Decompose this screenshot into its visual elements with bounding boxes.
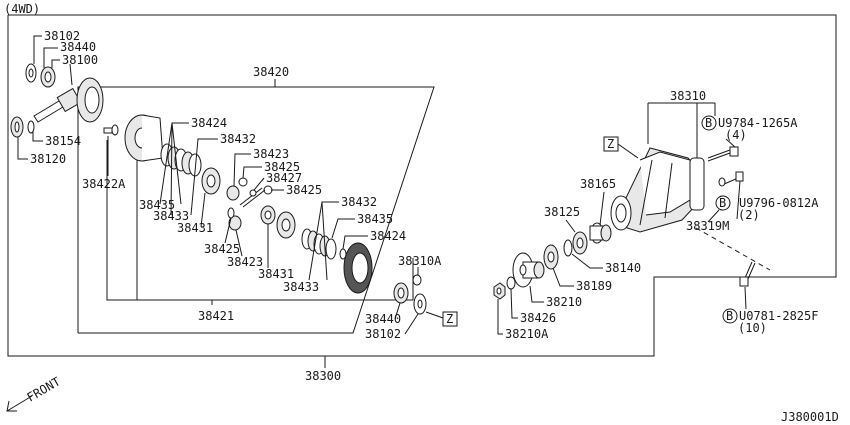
label-38100: 38100 (62, 53, 98, 67)
label-38423-bottom: 38423 (227, 255, 263, 269)
bolt-qty-u0781: (10) (738, 321, 767, 335)
bolt-u9784-icon (707, 146, 739, 162)
bolt-code-u9796: U9796-0812A (739, 196, 819, 210)
bolt-38422A-icon (103, 124, 119, 136)
reference-z-marker-right: Z (603, 136, 619, 152)
label-38432-top: 38432 (220, 132, 256, 146)
label-38421: 38421 (198, 309, 234, 323)
label-38433-left: 38433 (153, 209, 189, 223)
washer-38102-top-icon (25, 63, 37, 83)
companion-flange-38210-icon (512, 252, 545, 288)
bolt-38310A-icon (412, 274, 422, 286)
label-38120: 38120 (30, 152, 66, 166)
svg-text:Z: Z (607, 137, 614, 151)
label-38189: 38189 (576, 279, 612, 293)
label-38422A: 38422A (82, 177, 126, 191)
front-arrow-icon (6, 395, 33, 412)
seal-38189-icon (543, 244, 559, 270)
svg-text:B: B (726, 309, 733, 323)
label-38310A: 38310A (398, 254, 442, 268)
label-38420: 38420 (253, 65, 289, 79)
bolt-code-u9784: U9784-1265A (718, 116, 798, 130)
side-gear-right-icon (260, 205, 276, 225)
label-38319M: 38319M (686, 219, 729, 233)
reference-z-marker-left: Z (442, 311, 458, 327)
label-38427: 38427 (266, 171, 302, 185)
label-38424-top: 38424 (191, 116, 227, 130)
gear-set-38100-icon (33, 77, 104, 123)
label-38435-left: 38435 (139, 198, 175, 212)
label-38102-top: 38102 (44, 29, 80, 43)
label-38210A: 38210A (505, 327, 549, 341)
label-38440-bottom: 38440 (365, 312, 401, 326)
bolt-callout-u9796: B U9796-0812A (2) (715, 195, 819, 222)
carrier-housing-38310-icon (610, 147, 705, 233)
bolt-code-u0781: U0781-2825F (739, 309, 818, 323)
oil-seal-38440-bottom-icon (393, 282, 409, 304)
side-gear-left-icon (201, 167, 221, 195)
washer-38426-icon (506, 276, 516, 290)
label-38125: 38125 (544, 205, 580, 219)
label-38165: 38165 (580, 177, 616, 191)
drawing-id: J380001D (781, 410, 839, 424)
oil-seal-38440-top-icon (40, 66, 56, 88)
label-38140: 38140 (605, 261, 641, 275)
pinion-mate-gear-icon (226, 177, 273, 231)
label-38432-right: 38432 (341, 195, 377, 209)
label-38102-bottom: 38102 (365, 327, 401, 341)
assembly-boundary-38420 (77, 86, 435, 334)
bolt-u0781-icon (739, 261, 756, 287)
nut-38210A-icon (493, 282, 506, 300)
label-38423-top: 38423 (253, 147, 289, 161)
label-38425-b: 38425 (286, 183, 322, 197)
label-38426: 38426 (520, 311, 556, 325)
variant-label: (4WD) (4, 2, 40, 16)
front-label: FRONT (25, 374, 63, 404)
svg-text:B: B (705, 116, 712, 130)
bolt-callout-u0781: B U0781-2825F (10) (722, 308, 818, 335)
assembly-boundary-38300 (7, 14, 837, 357)
label-38425-a: 38425 (264, 160, 300, 174)
label-38433-right: 38433 (283, 280, 319, 294)
label-38440-top: 38440 (60, 40, 96, 54)
label-38425-c: 38425 (204, 242, 240, 256)
svg-text:B: B (719, 196, 726, 210)
label-38435-right: 38435 (357, 212, 393, 226)
svg-text:Z: Z (446, 312, 453, 326)
label-38210: 38210 (546, 295, 582, 309)
bolt-callout-u9784: B U9784-1265A (4) (701, 115, 798, 142)
label-38431-left: 38431 (177, 221, 213, 235)
shim-38140-icon (563, 239, 573, 257)
diff-case-right-icon (276, 211, 296, 239)
label-38310: 38310 (670, 89, 706, 103)
label-38154: 38154 (45, 134, 81, 148)
label-38431-right: 38431 (258, 267, 294, 281)
bearing-38120-icon (10, 116, 24, 138)
spacer-38154-icon (27, 120, 35, 134)
bearing-38165-icon (589, 222, 612, 244)
spacer-38125-icon (572, 231, 588, 255)
ring-gear-icon (343, 242, 373, 294)
label-38300: 38300 (305, 369, 341, 383)
bolt-qty-u9796: (2) (738, 208, 760, 222)
bolt-qty-u9784: (4) (725, 128, 747, 142)
diff-case-left-icon (124, 114, 164, 162)
label-38424-right: 38424 (370, 229, 406, 243)
washer-38102-bottom-icon (413, 293, 427, 315)
